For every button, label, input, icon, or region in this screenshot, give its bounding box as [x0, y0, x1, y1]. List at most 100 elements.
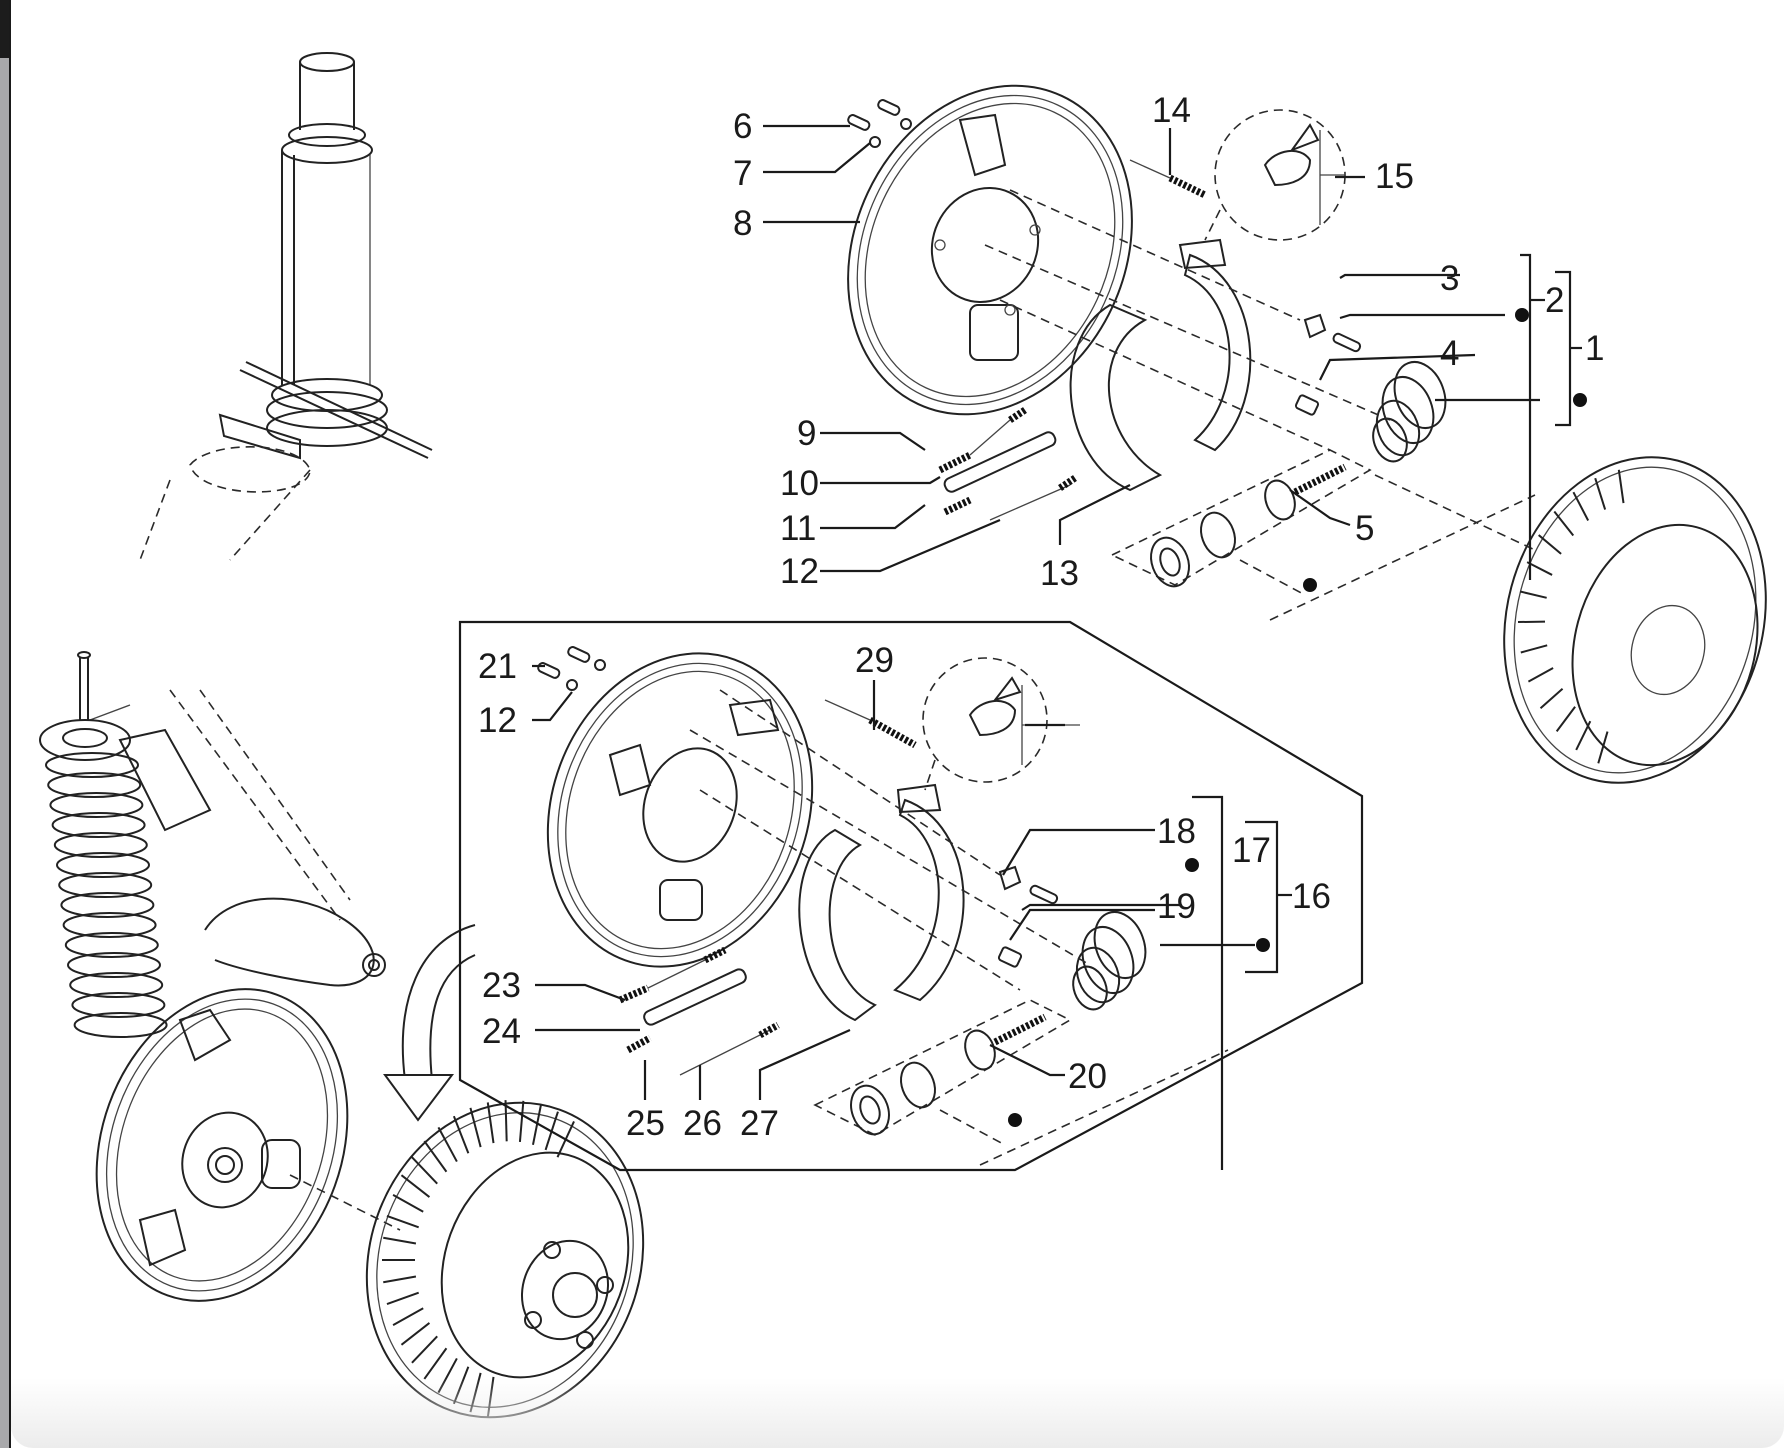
drum-rib: [423, 1140, 448, 1173]
callout-12: 12: [780, 552, 819, 591]
drum-rib: [400, 1174, 431, 1198]
callout-14: 14: [1152, 91, 1191, 130]
callout-2: 2: [1545, 281, 1564, 320]
drum-rib: [469, 1107, 482, 1148]
callout-5: 5: [1355, 509, 1374, 548]
alignment-lines-lower: [689, 689, 1091, 991]
callout-8: 8: [733, 204, 752, 243]
callout-dots-lower: [1008, 858, 1270, 1127]
drum-rib: [386, 1214, 420, 1229]
callout-20: 20: [1068, 1057, 1107, 1096]
spring-coil: [69, 972, 164, 998]
bolts-upper: [847, 99, 912, 148]
drum-rib: [437, 1126, 458, 1163]
callout-13: 13: [1040, 554, 1079, 593]
callout-18: 18: [1157, 812, 1196, 851]
callout-27: 27: [740, 1104, 779, 1143]
spring-coil: [71, 992, 166, 1018]
drum-rib: [1597, 731, 1609, 764]
drum-rib: [386, 1291, 420, 1306]
drum-rib: [1575, 720, 1592, 751]
wheel-cylinder-lower: [997, 865, 1147, 1011]
drum-rib: [1617, 469, 1625, 504]
drum-rib: [1526, 561, 1553, 576]
direction-arrow-icon: [383, 924, 476, 1122]
drum-rib: [532, 1104, 542, 1145]
callout-25: 25: [626, 1104, 665, 1143]
drum-rib: [1539, 688, 1564, 710]
callout-12-lower: 12: [478, 701, 517, 740]
spring-coil: [58, 872, 153, 898]
drum-rib: [1572, 491, 1590, 521]
callout-15: 15: [1375, 157, 1414, 196]
callout-19: 19: [1157, 887, 1196, 926]
callout-26: 26: [683, 1104, 722, 1143]
drum-rib: [452, 1115, 470, 1154]
callout-17: 17: [1232, 831, 1271, 870]
callout-leaders-lower: [532, 664, 1292, 1170]
lower-assembly-frame: [458, 620, 1364, 1172]
drum-rib: [1553, 510, 1575, 537]
drum-rib: [1520, 644, 1548, 654]
brake-backing-plate-lower: [546, 652, 814, 968]
drum-rib: [518, 1100, 525, 1142]
drum-rib: [383, 1236, 417, 1245]
brake-shoes-upper: [1069, 238, 1252, 492]
coil-spring: [39, 651, 386, 1038]
wheel-cylinder-upper: [1294, 313, 1447, 463]
spring-coil: [51, 812, 146, 838]
springs-upper: [938, 159, 1207, 521]
drum-rib: [423, 1347, 448, 1380]
drum-rib: [1527, 667, 1554, 683]
callout-3: 3: [1440, 259, 1459, 298]
brake-shoes-lower: [798, 783, 965, 1022]
viewer-bottom-fade: [11, 1378, 1784, 1448]
callout-23: 23: [482, 966, 521, 1005]
spring-coil: [56, 852, 150, 878]
drum-rib: [1538, 534, 1562, 555]
brake-backing-plate-upper: [847, 84, 1133, 416]
piston-kit-upper: [1110, 449, 1536, 621]
window-edge-dark-block: [0, 0, 9, 58]
drum-rib: [392, 1307, 424, 1326]
spring-coil: [64, 932, 159, 958]
drum-rib: [400, 1322, 431, 1346]
callout-16: 16: [1292, 877, 1331, 916]
drum-rib: [411, 1335, 438, 1364]
brake-backing-plate-lower-left: [95, 988, 349, 1302]
callout-7: 7: [733, 154, 752, 193]
spring-coil: [73, 1012, 168, 1038]
drum-rib: [1519, 590, 1547, 599]
drum-rib: [392, 1194, 424, 1213]
callout-dots-upper: [1303, 308, 1587, 592]
spring-coil: [60, 892, 155, 918]
spring-coil: [67, 952, 161, 978]
callout-11: 11: [780, 509, 816, 548]
image-viewer: 6 7 8 14 15 3 2 4 1 5 9 10 11 12 13 21 1…: [11, 0, 1784, 1448]
spring-coil: [62, 912, 157, 938]
drum-rib: [1594, 477, 1607, 510]
window-edge-strip: [0, 0, 11, 1448]
callout-4: 4: [1440, 334, 1459, 373]
brake-drum-upper: [1374, 456, 1767, 784]
alignment-lines-upper: [984, 189, 1391, 451]
drum-rib: [486, 1102, 495, 1144]
drum-rib: [1555, 706, 1576, 732]
spring-coil: [53, 832, 148, 858]
drum-rib: [411, 1156, 438, 1185]
springs-lower: [618, 699, 917, 1076]
callout-28: 29: [855, 641, 894, 680]
shock-absorber-strut: [139, 52, 433, 561]
bolts-lower: [537, 646, 606, 691]
spring-coil: [45, 752, 139, 778]
callout-labels: 6 7 8 14 15 3 2 4 1 5 9 10 11 12 13 21 1…: [478, 91, 1604, 1143]
callout-10: 10: [780, 464, 819, 503]
callout-21: 21: [478, 647, 517, 686]
spring-coil: [47, 772, 142, 798]
callout-leaders-upper: [763, 124, 1582, 580]
callout-6: 6: [733, 107, 752, 146]
drum-rib: [383, 1275, 417, 1284]
exploded-diagram: 6 7 8 14 15 3 2 4 1 5 9 10 11 12 13 21 1…: [39, 52, 1767, 1419]
callout-1: 1: [1585, 329, 1604, 368]
callout-24: 24: [482, 1012, 521, 1051]
